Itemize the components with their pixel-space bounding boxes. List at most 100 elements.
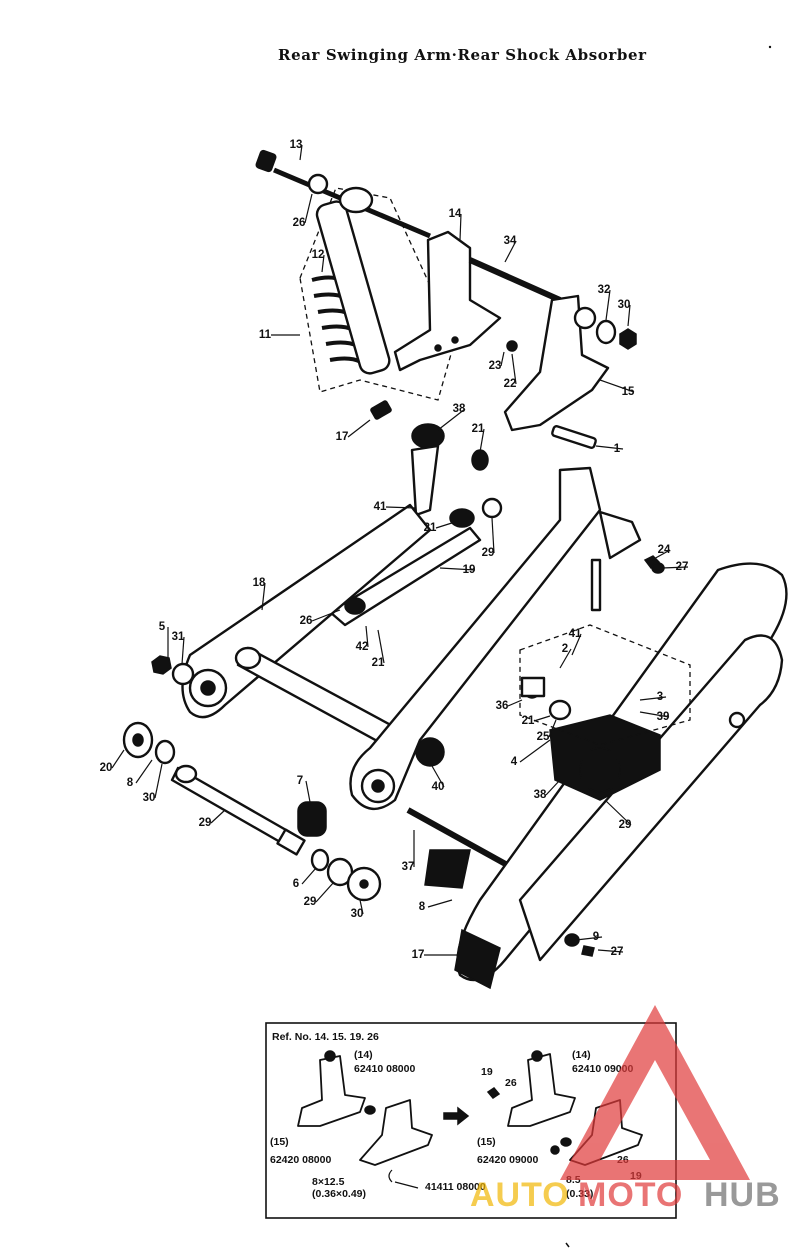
callout-label: 3 (657, 691, 663, 703)
callout-label: 25 (537, 731, 550, 743)
inset-bolt-size-r-in: (0.33) (566, 1188, 593, 1200)
callout-leader (595, 445, 624, 450)
callout-leader (435, 521, 456, 529)
callout-leader (154, 763, 163, 799)
callout-leader (661, 566, 689, 569)
callout-label: 41 (374, 501, 387, 513)
callout-label: 8 (419, 901, 426, 913)
callout-leader (571, 633, 582, 656)
watermark-triangle-logo (560, 1005, 750, 1180)
callout-label: 17 (412, 949, 425, 961)
callout-leader (599, 379, 635, 393)
watermark-moto: MOTO (578, 1176, 683, 1214)
callout-leader (504, 240, 517, 263)
watermark-auto: AUTO (470, 1176, 570, 1214)
callout-label: 30 (143, 792, 156, 804)
callout-leader (135, 759, 153, 784)
callout-label: 14 (449, 208, 462, 220)
callout-label: 29 (619, 819, 632, 831)
callout-label: 5 (159, 621, 166, 633)
callout-leader (210, 809, 226, 824)
callout-label: 31 (172, 631, 185, 643)
callout-label: 29 (482, 547, 495, 559)
callout-label: 4 (511, 756, 518, 768)
callout-leader (365, 625, 369, 648)
callout-label: 42 (356, 641, 369, 653)
callout-leader (519, 739, 551, 763)
watermark-hub: HUB (704, 1176, 781, 1214)
callout-label: 27 (611, 946, 624, 958)
callout-label: 32 (598, 284, 611, 296)
callout-label: 38 (453, 403, 466, 415)
callout-leader (545, 779, 561, 796)
callout-label: 15 (622, 386, 635, 398)
callout-leader (377, 629, 385, 664)
callout-label: 40 (432, 781, 445, 793)
callout-leader (261, 582, 266, 611)
inset-bolt-size: 8×12.5 (312, 1176, 345, 1188)
callout-label: 12 (312, 249, 325, 261)
callout-label: 21 (372, 657, 385, 669)
swinging-arm-assembly (122, 444, 788, 990)
callout-leader (604, 799, 632, 826)
callout-label: 20 (100, 762, 113, 774)
inset-left-15: (15) (270, 1136, 289, 1148)
callout-label: 26 (300, 615, 313, 627)
callout-label: 22 (504, 378, 517, 390)
callout-label: 6 (293, 878, 299, 890)
callout-leader (491, 517, 495, 554)
callout-label: 18 (253, 577, 266, 589)
callout-label: 23 (489, 360, 502, 372)
inset-left-14: (14) (354, 1049, 373, 1061)
callout-leader (359, 899, 364, 915)
callout-leader (500, 351, 505, 367)
callout-label: 24 (658, 544, 671, 556)
callout-leader (111, 749, 125, 769)
inset-left-15-code: 62420 08000 (270, 1154, 331, 1166)
callout-label: 37 (402, 861, 415, 873)
callout-leader (627, 304, 631, 327)
callout-label: 21 (472, 423, 485, 435)
callout-label: 30 (351, 908, 364, 920)
callout-label: 21 (424, 522, 437, 534)
callout-leader (533, 715, 551, 722)
callout-leader (459, 213, 462, 241)
callout-label: 13 (290, 139, 303, 151)
callout-label: 41 (569, 628, 582, 640)
page-title: Rear Swinging Arm·Rear Shock Absorber (278, 46, 647, 64)
callout-leader (439, 567, 476, 571)
callout-leader (597, 949, 624, 953)
callout-label: 36 (496, 700, 509, 712)
callout-leader (605, 289, 611, 321)
callout-leader (548, 719, 557, 738)
callout-leader (305, 780, 311, 803)
callout-leader (507, 699, 523, 707)
callout-leader (427, 899, 453, 908)
callout-leader (385, 506, 417, 509)
inset-left-14-code: 62410 08000 (354, 1063, 415, 1075)
callout-leader (181, 636, 185, 665)
callout-label: 27 (676, 561, 689, 573)
callout-label: 19 (463, 564, 476, 576)
callout-leader (315, 881, 335, 903)
callout-label: 8 (127, 777, 134, 789)
callout-label: 1 (614, 443, 621, 455)
callout-leader (299, 144, 303, 161)
callout-label: 26 (293, 217, 306, 229)
callout-leader (511, 353, 517, 385)
callout-label: 2 (562, 643, 568, 655)
callout-leader (347, 419, 371, 438)
callout-leader (321, 254, 325, 273)
callout-label: 38 (534, 789, 547, 801)
callout-label: 29 (199, 817, 212, 829)
callout-leader (559, 648, 572, 669)
callout-label: 21 (522, 715, 535, 727)
callout-leader (304, 193, 313, 224)
inset-right-14: (14) (572, 1049, 591, 1061)
callout-leader (431, 765, 445, 788)
callout-leader (651, 549, 671, 561)
callout-label: 30 (618, 299, 631, 311)
